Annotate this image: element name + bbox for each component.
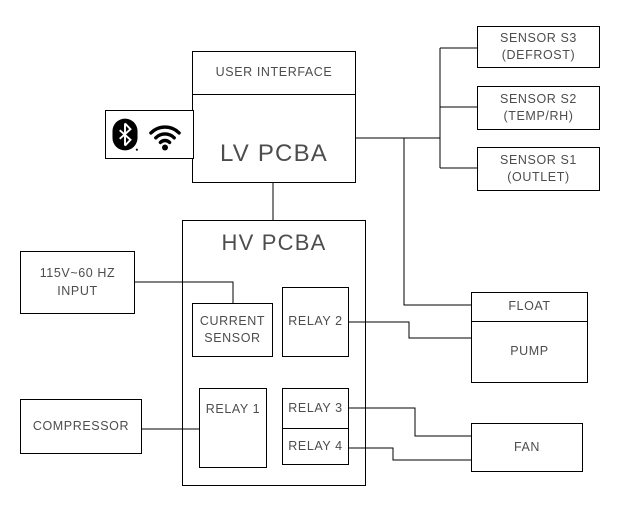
sensor-s3-box: SENSOR S3 (DEFROST): [477, 26, 600, 68]
relay-4-label: RELAY 4: [288, 438, 343, 453]
relay-1-box: RELAY 1: [199, 388, 267, 468]
power-input-label: 115V~60 HZ INPUT: [39, 266, 116, 298]
fan-label: FAN: [513, 439, 541, 454]
sensor-s2-label: SENSOR S2 (TEMP/RH): [500, 91, 577, 124]
pump-box: PUMP: [472, 322, 587, 382]
relay-2-label: RELAY 2: [288, 314, 343, 329]
compressor-box: COMPRESSOR: [20, 399, 142, 454]
current-sensor-box: CURRENT SENSOR: [192, 303, 273, 357]
wireless-module-box: [105, 110, 194, 159]
lv-pcba-label: LV PCBA: [220, 140, 328, 168]
float-pump-box: FLOAT PUMP: [471, 292, 588, 383]
fan-box: FAN: [471, 423, 583, 472]
sensor-s1-box: SENSOR S1 (OUTLET): [477, 147, 600, 191]
sensor-s3-label: SENSOR S3 (DEFROST): [500, 30, 577, 63]
bluetooth-icon: [112, 118, 138, 151]
float-label: FLOAT: [508, 299, 551, 314]
relay-4-box: RELAY 4: [283, 429, 348, 464]
wifi-icon: [149, 124, 181, 150]
user-interface-box: USER INTERFACE: [193, 52, 355, 95]
hv-pcba-label: HV PCBA: [221, 230, 327, 255]
pump-label: PUMP: [510, 344, 549, 359]
sensor-s2-box: SENSOR S2 (TEMP/RH): [477, 86, 600, 130]
compressor-label: COMPRESSOR: [32, 418, 130, 433]
float-box: FLOAT: [472, 293, 587, 322]
relay-1-label: RELAY 1: [205, 402, 261, 416]
user-interface-label: USER INTERFACE: [215, 65, 333, 80]
lv-pcba-section: LV PCBA: [193, 95, 355, 182]
sensor-s1-label: SENSOR S1 (OUTLET): [500, 152, 577, 185]
current-sensor-label: CURRENT SENSOR: [199, 313, 266, 346]
relay-3-label: RELAY 3: [288, 400, 343, 415]
power-input-box: 115V~60 HZ INPUT: [20, 251, 135, 314]
relay-3-4-box: RELAY 3 RELAY 4: [282, 388, 349, 465]
lv-pcba-box: USER INTERFACE LV PCBA: [192, 51, 356, 183]
relay-2-box: RELAY 2: [282, 287, 349, 357]
relay-3-box: RELAY 3: [283, 389, 348, 429]
